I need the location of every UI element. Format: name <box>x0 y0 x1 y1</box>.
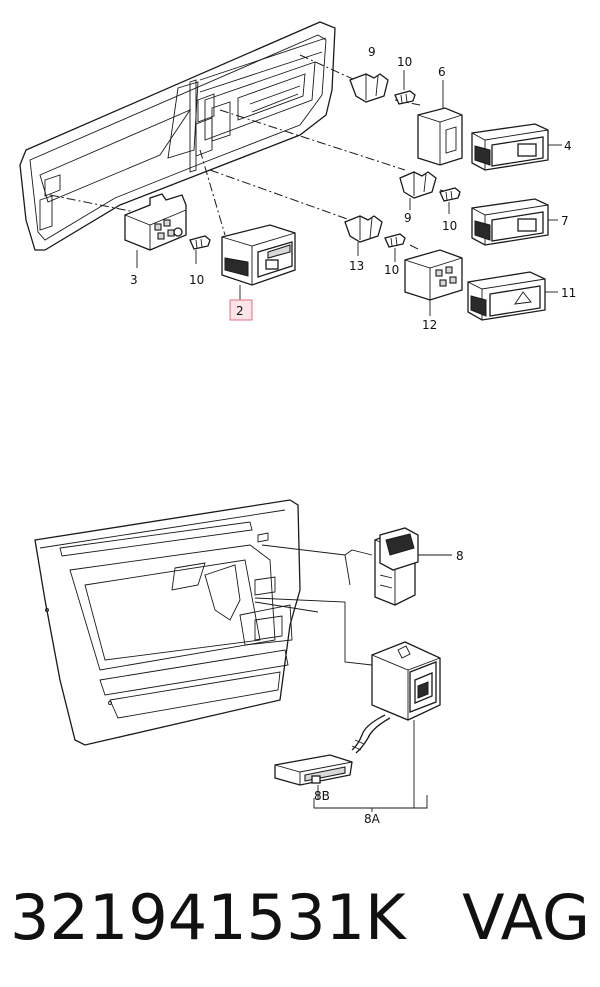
part-8b-connector <box>274 754 353 800</box>
callout-6: 6 <box>438 65 446 79</box>
callout-7: 7 <box>561 214 569 228</box>
callout-8a: 8A <box>364 812 381 826</box>
callout-4: 4 <box>564 139 572 153</box>
dashboard-panel <box>19 21 336 251</box>
callout-2-highlight[interactable] <box>229 299 253 321</box>
callout-10-mid: 10 <box>442 219 457 233</box>
lower-guide-lines <box>254 544 373 666</box>
part-7-switch <box>471 198 558 246</box>
callout-9-mid: 9 <box>404 211 412 225</box>
part-9-bulb-holder-mid <box>399 171 437 210</box>
callout-10-left: 10 <box>189 273 204 287</box>
part-9-bulb-holder-top <box>349 73 389 103</box>
callout-8b: 8B <box>314 789 330 803</box>
door-panel <box>34 499 301 746</box>
part-10-bulb-left <box>189 235 211 264</box>
callout-9-top: 9 <box>368 45 376 59</box>
callout-10-top: 10 <box>397 55 412 69</box>
part-11-switch <box>467 271 558 321</box>
part-10-bulb-top <box>394 70 416 105</box>
part-10-bulb-low <box>384 233 406 262</box>
part-13-bulb-holder <box>344 215 383 256</box>
callout-2: 2 <box>236 304 244 318</box>
part-number-banner: 321941531K VAG <box>10 868 590 968</box>
part-10-bulb-mid <box>439 187 461 214</box>
part-6-bracket <box>417 80 463 166</box>
parts-diagram: 9 10 6 4 9 10 7 3 10 13 10 11 12 2 <box>19 21 576 826</box>
part-number-code: 321941531K <box>10 881 406 954</box>
callout-8a-bracket <box>313 720 428 812</box>
brand-name: VAG <box>462 881 590 954</box>
callout-13: 13 <box>349 259 364 273</box>
callout-11: 11 <box>561 286 576 300</box>
callout-3: 3 <box>130 273 138 287</box>
callout-12: 12 <box>422 318 437 332</box>
part-12-connector <box>404 249 463 316</box>
part-8-window-switch <box>374 527 452 606</box>
callout-8: 8 <box>456 549 464 563</box>
part-3-connector <box>124 193 187 268</box>
callout-10-low: 10 <box>384 263 399 277</box>
part-4-switch <box>471 123 562 171</box>
part-2-light-switch <box>221 224 296 300</box>
part-8a-switch-assembly <box>351 641 441 754</box>
